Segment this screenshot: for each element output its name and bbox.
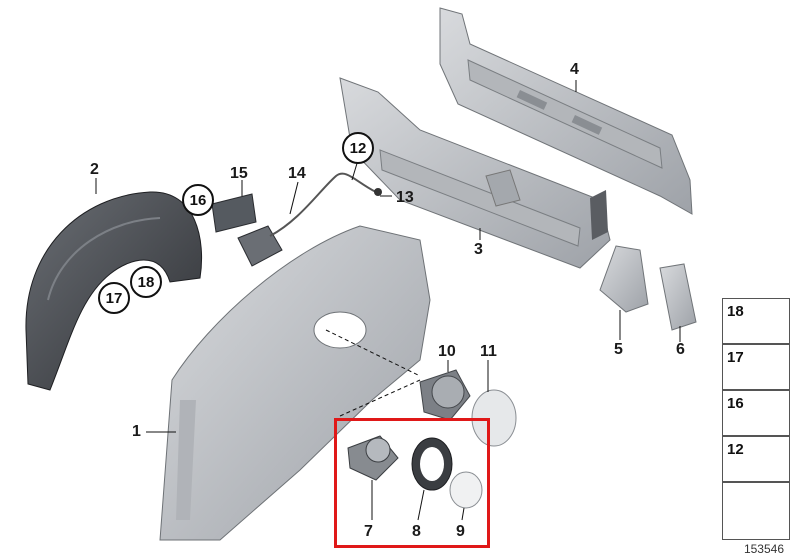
callout-14[interactable]: 14 bbox=[288, 165, 306, 182]
legend-label: 17 bbox=[727, 349, 744, 366]
callout-15[interactable]: 15 bbox=[230, 165, 248, 182]
part-5-bracket bbox=[599, 245, 649, 313]
part-13-clip bbox=[374, 188, 382, 196]
highlighted-group-box bbox=[334, 418, 490, 548]
part-1-side-panel bbox=[159, 225, 431, 541]
callout-10[interactable]: 10 bbox=[438, 343, 456, 360]
callout-11[interactable]: 11 bbox=[480, 343, 497, 360]
part-10-fuel-filler-housing bbox=[419, 369, 471, 421]
legend-label: 12 bbox=[727, 441, 744, 458]
legend-label: 18 bbox=[727, 303, 744, 320]
callout-8[interactable]: 8 bbox=[412, 523, 421, 540]
fastener-legend: 18 17 16 12 bbox=[722, 298, 790, 540]
callout-6[interactable]: 6 bbox=[676, 341, 685, 358]
legend-item-12[interactable]: 12 bbox=[722, 436, 790, 482]
callout-7[interactable]: 7 bbox=[364, 523, 373, 540]
callout-3[interactable]: 3 bbox=[474, 241, 483, 258]
part-14-actuator bbox=[237, 172, 377, 267]
legend-item-18[interactable]: 18 bbox=[722, 298, 790, 344]
callout-12-circled[interactable]: 12 bbox=[342, 132, 374, 164]
legend-arrow-cell bbox=[722, 482, 790, 540]
part-4-upper-cross-member bbox=[439, 7, 693, 215]
callout-5[interactable]: 5 bbox=[614, 341, 623, 358]
part-3-rear-panel bbox=[339, 77, 611, 269]
leader-lines bbox=[95, 80, 681, 521]
part-9-cap bbox=[449, 471, 483, 509]
callout-17-circled[interactable]: 17 bbox=[98, 282, 130, 314]
part-2-wheel-arch-liner bbox=[25, 191, 203, 391]
part-7-filler-neck bbox=[347, 435, 399, 481]
callout-18-circled[interactable]: 18 bbox=[130, 266, 162, 298]
part-15-component bbox=[211, 193, 257, 233]
legend-item-16[interactable]: 16 bbox=[722, 390, 790, 436]
callout-4[interactable]: 4 bbox=[570, 61, 579, 78]
callout-2[interactable]: 2 bbox=[90, 161, 99, 178]
callout-9[interactable]: 9 bbox=[456, 523, 465, 540]
diagram-id: 153546 bbox=[743, 542, 784, 556]
callout-1[interactable]: 1 bbox=[132, 423, 141, 440]
part-6-bracket bbox=[659, 263, 697, 331]
legend-label: 16 bbox=[727, 395, 744, 412]
callout-16-circled[interactable]: 16 bbox=[182, 184, 214, 216]
legend-item-17[interactable]: 17 bbox=[722, 344, 790, 390]
part-8-seal-ring bbox=[411, 437, 453, 491]
callout-13[interactable]: 13 bbox=[396, 189, 414, 206]
